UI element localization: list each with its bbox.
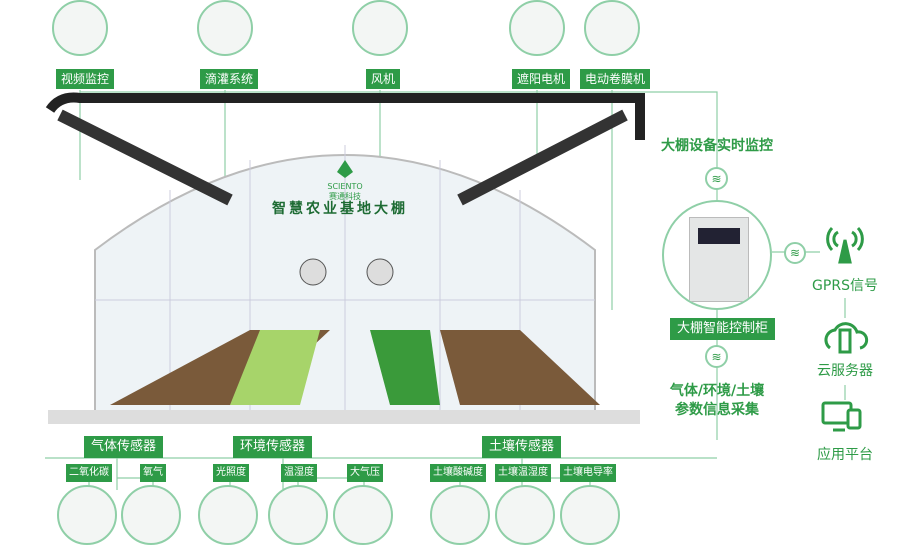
- cloud-label: 云服务器: [817, 363, 873, 379]
- sensor-label: 土壤温湿度: [495, 464, 551, 482]
- device-label: 电动卷膜机: [580, 69, 651, 89]
- gas-sensor-group: 气体传感器: [84, 436, 164, 458]
- soil-ec-sensor-image: [560, 485, 620, 545]
- sensor-label: 土壤电导率: [560, 464, 616, 482]
- sensor-label: 二氧化碳: [66, 464, 112, 482]
- soil-sensor-group: 土壤传感器: [482, 436, 562, 458]
- collect-text-1: 气体/环境/土壤: [669, 383, 765, 399]
- film-roller-icon: [584, 0, 640, 56]
- sensor-label: 光照度: [213, 464, 249, 482]
- device-label: 视频监控: [56, 69, 115, 89]
- camera-icon: [52, 0, 108, 56]
- soil-moisture-sensor-image: [495, 485, 555, 545]
- fan-icon: [352, 0, 408, 56]
- device-label: 遮阳电机: [512, 69, 571, 89]
- sensor-label: 氧气: [140, 464, 166, 482]
- cloud-server-icon: [824, 322, 869, 350]
- pressure-sensor-image: [333, 485, 393, 545]
- co2-sensor-image: [57, 485, 117, 545]
- antenna-icon: [826, 226, 864, 252]
- wifi-icon: ≋: [784, 242, 806, 264]
- drip-icon: [197, 0, 253, 56]
- monitor-text: 大棚设备实时监控: [661, 138, 773, 154]
- device-label: 风机: [366, 69, 401, 89]
- device-label: 滴灌系统: [200, 69, 259, 89]
- light-sensor-image: [198, 485, 258, 545]
- wifi-icon: ≋: [705, 345, 728, 368]
- platform-label: 应用平台: [817, 447, 873, 463]
- fan-icon: [299, 258, 327, 286]
- env-sensor-group: 环境传感器: [233, 436, 313, 458]
- control-cabinet-image: [662, 200, 772, 310]
- gprs-label: GPRS信号: [812, 278, 878, 294]
- soil-ph-sensor-image: [430, 485, 490, 545]
- collect-text-2: 参数信息采集: [675, 402, 759, 418]
- sensor-label: 大气压: [347, 464, 383, 482]
- wifi-icon: ≋: [705, 167, 728, 190]
- sensor-label: 温湿度: [281, 464, 317, 482]
- greenhouse-title: 智慧农业基地大棚: [272, 201, 408, 217]
- oxygen-sensor-image: [121, 485, 181, 545]
- sensor-label: 土壤酸碱度: [430, 464, 486, 482]
- temp-humidity-sensor-image: [268, 485, 328, 545]
- motor-icon: [509, 0, 565, 56]
- logo: SCIENTO 赛通科技: [327, 182, 363, 201]
- cabinet-label: 大棚智能控制柜: [670, 318, 776, 340]
